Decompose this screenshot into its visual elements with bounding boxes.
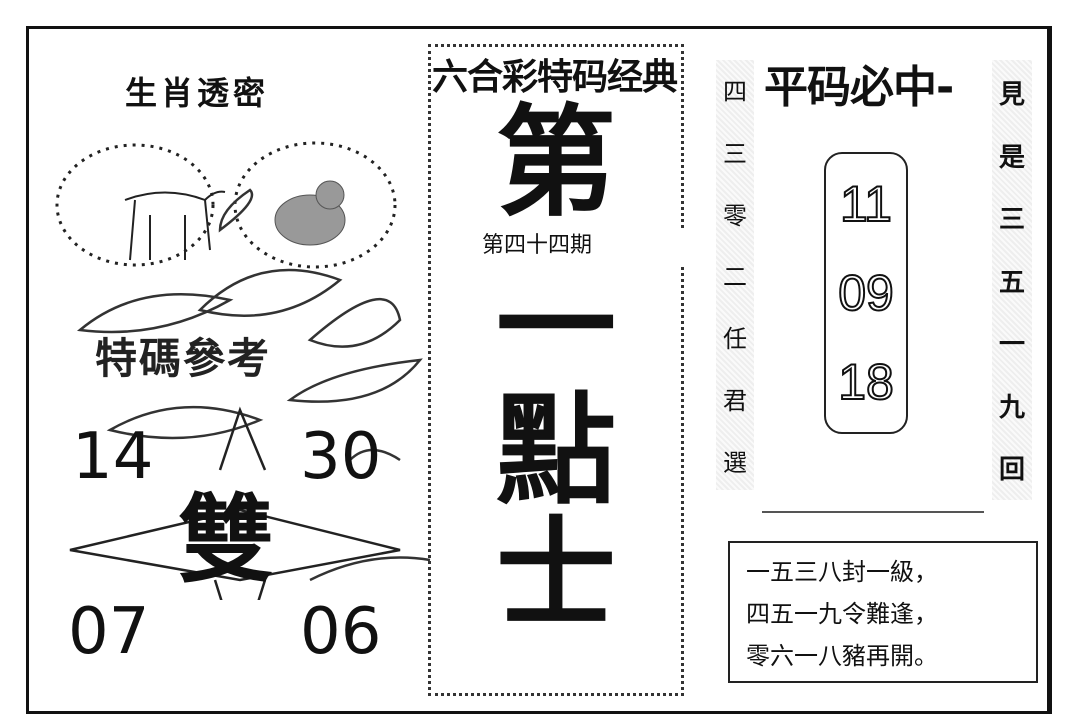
divider <box>762 511 984 513</box>
number-top-left: 14 <box>72 420 154 494</box>
number-bottom-left: 07 <box>68 595 150 669</box>
white-patch <box>505 386 640 392</box>
vchar: 零 <box>723 201 747 230</box>
double-char: 雙 <box>178 484 274 596</box>
vchar: 四 <box>723 78 747 106</box>
zodiac-title: 生肖透密 <box>125 74 270 112</box>
flower-petals <box>76 188 431 582</box>
vchar: 任 <box>723 325 747 354</box>
center-dotted-box <box>428 44 684 696</box>
poem-line: 零六一八豬再開。 <box>746 642 938 670</box>
left-vertical-text: 四 三 零 二 任 君 選 <box>716 60 754 490</box>
pingma-number: 18 <box>837 353 895 411</box>
vchar: 二 <box>723 263 747 292</box>
right-vertical-text: 見 是 三 五 一 九 回 <box>992 60 1032 500</box>
big-char-1: 第 <box>496 94 616 233</box>
issue-label: 第四十四期 <box>452 228 702 264</box>
number-top-right: 30 <box>300 420 382 494</box>
tema-label: 特碼參考 <box>95 334 272 383</box>
vchar: 五 <box>998 267 1025 298</box>
ox-icon <box>124 190 226 261</box>
vchar: 君 <box>723 387 747 416</box>
monkey-frame <box>233 141 397 269</box>
ox-frame <box>55 143 215 267</box>
poem-line: 四五一九令難逢， <box>746 600 938 628</box>
big-char-4: 士 <box>496 506 616 645</box>
pingma-number: 09 <box>837 264 895 322</box>
diamond-shape <box>69 406 401 600</box>
poem-line: 一五三八封一級， <box>746 558 938 586</box>
page-frame <box>26 26 1052 714</box>
big-char-3: 點 <box>496 382 616 521</box>
vchar: 三 <box>723 139 747 168</box>
vchar: 九 <box>998 392 1025 423</box>
vchar: 是 <box>998 142 1025 173</box>
vchar: 選 <box>723 448 747 477</box>
flower-illustration <box>55 141 431 600</box>
center-title: 六合彩特码经典 <box>432 57 678 98</box>
pingma-heading: 平码必中- <box>764 62 954 113</box>
vchar: 見 <box>998 80 1025 110</box>
vchar: 回 <box>998 455 1025 485</box>
big-char-2: 一 <box>496 258 616 397</box>
poem-box: 一五三八封一級， 四五一九令難逢， 零六一八豬再開。 <box>728 541 1038 683</box>
pingma-numbers-box: 11 09 18 <box>824 152 908 434</box>
monkey-icon <box>274 180 346 246</box>
pingma-number: 11 <box>839 175 893 233</box>
vchar: 三 <box>998 205 1025 235</box>
number-bottom-right: 06 <box>300 595 382 669</box>
vchar: 一 <box>998 330 1025 360</box>
